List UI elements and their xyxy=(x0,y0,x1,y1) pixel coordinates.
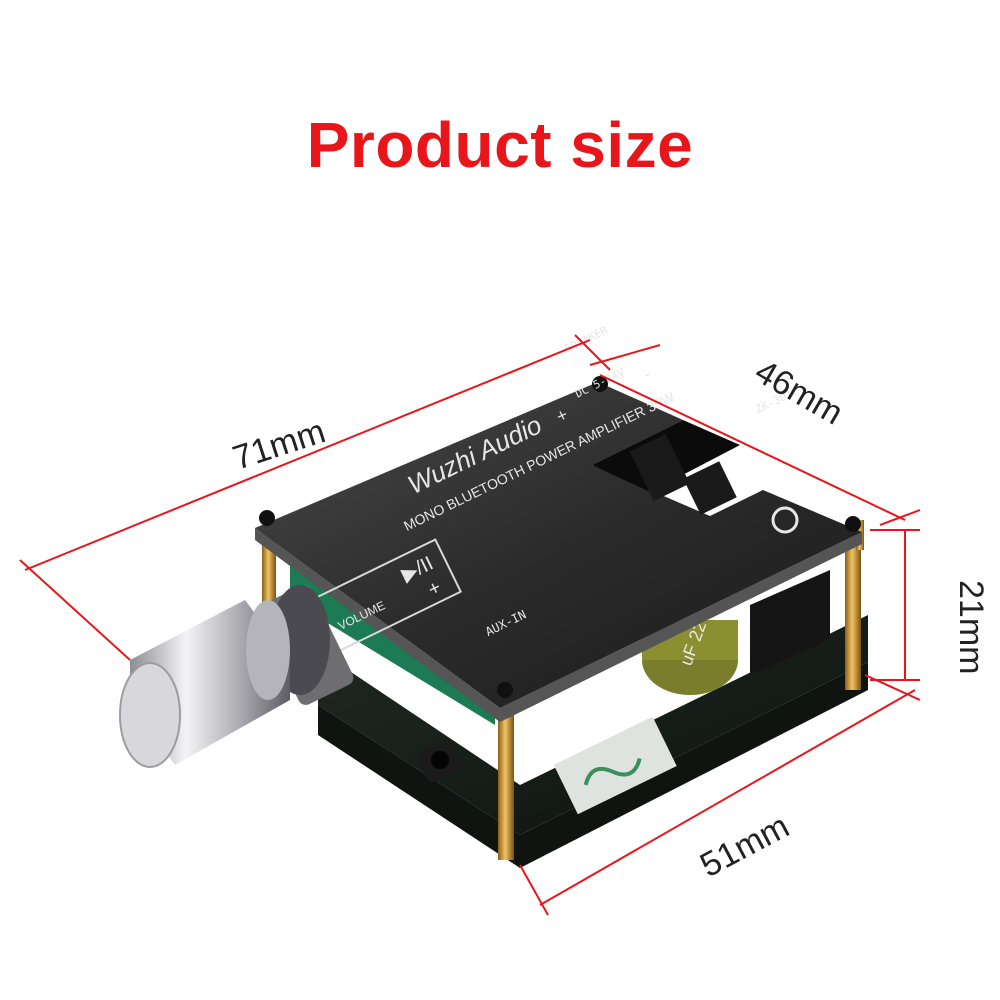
terminal-minus: - xyxy=(640,364,654,385)
product-size-title: Product size xyxy=(306,109,694,181)
width-dimension-line xyxy=(599,374,906,521)
green-pcb-edge xyxy=(290,565,495,725)
relay-block xyxy=(750,570,830,675)
speaker-label: SPEAKER xyxy=(562,324,610,356)
lower-pcb xyxy=(318,615,868,868)
depth-dimension-line xyxy=(539,689,916,906)
standoff-front-right xyxy=(845,540,861,690)
terminal-block xyxy=(592,420,740,515)
top-panel xyxy=(255,382,862,708)
length-dimension-line xyxy=(24,339,591,571)
width-label: 46mm xyxy=(748,352,849,432)
volume-knob xyxy=(119,585,354,768)
height-label: 21mm xyxy=(952,580,990,674)
screws xyxy=(259,376,861,698)
length-label: 71mm xyxy=(228,412,330,477)
bluetooth-module xyxy=(553,716,677,815)
dimension-lines xyxy=(19,334,921,916)
depth-label: 51mm xyxy=(694,807,795,885)
standoff-front-mid xyxy=(498,710,514,860)
panel-edge xyxy=(255,528,862,722)
dc-jack-icon xyxy=(771,506,799,534)
